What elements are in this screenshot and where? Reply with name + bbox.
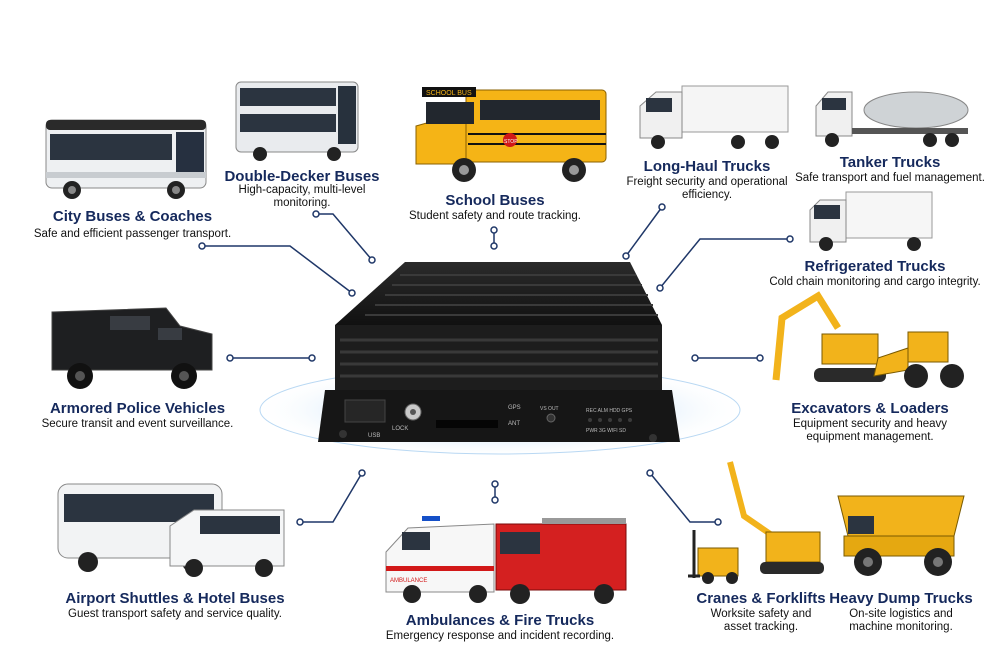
connector-city-buses	[202, 245, 353, 294]
cranes-title: Cranes & Forklifts	[696, 590, 826, 607]
tanker-title: Tanker Trucks	[839, 154, 941, 171]
connector-refrigerated	[659, 238, 790, 289]
city-bus-image	[42, 112, 217, 200]
device-front-panel	[318, 390, 680, 442]
connector-airport	[300, 472, 363, 523]
long-haul-title: Long-Haul Trucks	[643, 158, 771, 175]
connector-long-haul	[625, 206, 663, 257]
school-bus-sign: SCHOOL BUS	[426, 90, 472, 97]
armored-title: Armored Police Vehicles	[49, 400, 226, 417]
ambulances-desc: Emergency response and incident recordin…	[385, 630, 615, 642]
armored-desc: Secure transit and event surveillance.	[41, 418, 234, 430]
led-label-bottom: PWR 3G WIFI SD	[586, 428, 626, 434]
gps-label: GPS	[508, 405, 521, 411]
dump-title: Heavy Dump Trucks	[829, 590, 973, 607]
tanker-truck-image	[812, 84, 972, 152]
long-haul-desc-1: Freight security and operational	[626, 176, 788, 188]
device-top	[335, 262, 662, 325]
lock-label: LOCK	[392, 426, 408, 432]
city-buses-title: City Buses & Coaches	[52, 208, 213, 225]
city-buses-desc: Safe and efficient passenger transport.	[33, 228, 232, 240]
audio-label: VS OUT	[540, 406, 559, 412]
excavators-desc-2: equipment management.	[806, 431, 934, 443]
double-decker-desc-1: High-capacity, multi-level	[238, 184, 366, 196]
ambulances-title: Ambulances & Fire Trucks	[405, 612, 595, 629]
double-decker-desc-2: monitoring.	[273, 197, 331, 209]
excavators-title: Excavators & Loaders	[791, 400, 949, 417]
armored-vehicle-image	[46, 298, 218, 392]
usb-port	[344, 399, 386, 423]
ambulance-fire-truck-image: AMBULANCE	[382, 512, 630, 608]
refrigerated-title: Refrigerated Trucks	[804, 258, 946, 275]
ant-label: ANT	[508, 421, 520, 427]
excavator-loader-image	[768, 288, 968, 392]
ambulance-label: AMBULANCE	[390, 578, 427, 584]
sd-slot	[436, 420, 498, 428]
airport-desc: Guest transport safety and service quali…	[68, 608, 282, 620]
long-haul-desc-2: efficiency.	[681, 189, 733, 201]
long-haul-truck-image	[634, 82, 792, 154]
double-decker-bus-image	[232, 78, 362, 163]
stop-sign: STOP	[504, 139, 518, 145]
cranes-desc-1: Worksite safety and	[710, 608, 812, 620]
cranes-desc-2: asset tracking.	[723, 621, 799, 633]
excavators-desc-1: Equipment security and heavy	[792, 418, 948, 430]
airport-shuttle-image	[52, 480, 288, 580]
led-label-top: REC ALM HDD GPS	[586, 408, 633, 414]
usb-label: USB	[368, 433, 380, 439]
dump-desc-1: On-site logistics and	[849, 608, 953, 620]
airport-title: Airport Shuttles & Hotel Buses	[65, 590, 285, 607]
dump-truck-image	[834, 486, 968, 580]
connector-double-decker	[316, 213, 373, 261]
crane-forklift-image	[686, 456, 826, 586]
school-bus-image: SCHOOL BUS STOP	[396, 82, 610, 190]
connector-cranes	[649, 472, 718, 523]
refrigerated-desc: Cold chain monitoring and cargo integrit…	[769, 276, 981, 288]
tanker-desc: Safe transport and fuel management.	[795, 172, 985, 184]
school-buses-title: School Buses	[445, 192, 545, 209]
dump-desc-2: machine monitoring.	[849, 621, 953, 633]
refrigerated-truck-image	[806, 190, 936, 254]
school-buses-desc: Student safety and route tracking.	[409, 210, 581, 222]
double-decker-title: Double-Decker Buses	[224, 168, 380, 185]
